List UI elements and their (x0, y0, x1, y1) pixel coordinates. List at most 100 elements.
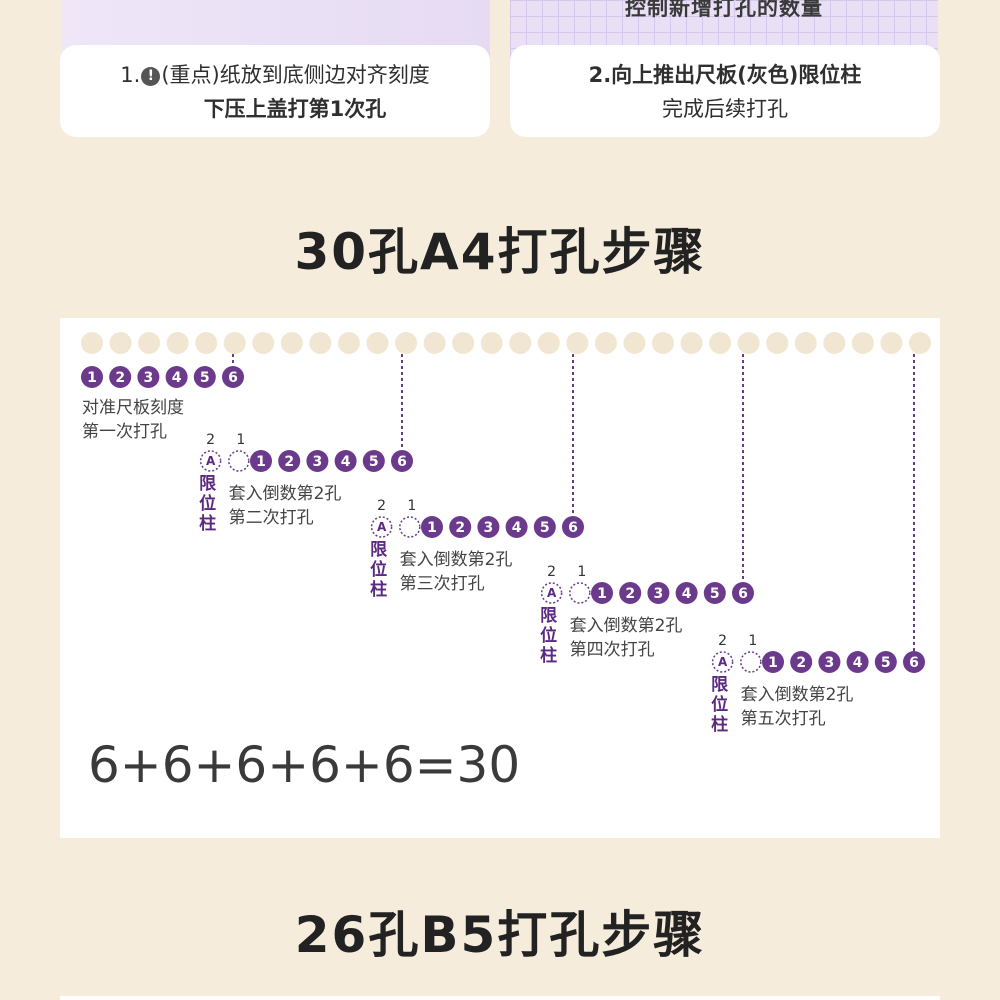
step-caption-line2: 第三次打孔 (400, 574, 485, 594)
hole-number-label: 2 (455, 520, 465, 536)
punch-hole (367, 332, 389, 354)
punch-hole (81, 332, 103, 354)
hole-number-label: 5 (540, 520, 550, 536)
marker-number: 2 (718, 633, 727, 649)
hole-number-label: 5 (369, 454, 379, 470)
punch-hole (395, 332, 417, 354)
hole-number-label: 6 (397, 454, 407, 470)
hole-number-label: 5 (200, 370, 210, 386)
hole-number-label: 2 (625, 586, 635, 602)
hole-number-label: 3 (484, 520, 494, 536)
punch-hole (880, 332, 902, 354)
marker-number: 1 (236, 432, 245, 448)
limit-post-a-label: A (377, 520, 387, 534)
hole-number-label: 5 (881, 655, 891, 671)
empty-hole-circle (570, 583, 590, 603)
step1-instruction: (重点)纸放到底侧边对齐刻度 (161, 63, 429, 87)
step-caption-line1: 套入倒数第2孔 (570, 616, 683, 636)
punch-hole (424, 332, 446, 354)
punch-hole (338, 332, 360, 354)
punch-hole (452, 332, 474, 354)
marker-number: 1 (407, 498, 416, 514)
hole-number-label: 6 (228, 370, 238, 386)
hole-number-label: 4 (341, 454, 351, 470)
punch-hole (709, 332, 731, 354)
a4-section-title: 30孔A4打孔步骤 (0, 212, 1000, 284)
limit-post-label: 柱 (370, 579, 387, 600)
punch-hole (623, 332, 645, 354)
marker-number: 1 (577, 564, 586, 580)
hole-number-label: 1 (768, 655, 778, 671)
hole-number-label: 4 (512, 520, 522, 536)
hole-number-label: 2 (115, 370, 125, 386)
punch-hole (766, 332, 788, 354)
empty-hole-circle (400, 517, 420, 537)
hole-count-equation: 6+6+6+6+6=30 (88, 736, 520, 794)
hole-number-label: 6 (738, 586, 748, 602)
limit-post-label: 位 (540, 625, 557, 646)
punch-hole (909, 332, 931, 354)
punch-hole (110, 332, 132, 354)
limit-post-a-label: A (547, 586, 557, 600)
hole-number-label: 3 (654, 586, 664, 602)
punch-hole (309, 332, 331, 354)
marker-number: 1 (748, 633, 757, 649)
hole-number-label: 4 (172, 370, 182, 386)
hole-number-label: 5 (710, 586, 720, 602)
punch-hole (481, 332, 503, 354)
empty-hole-circle (229, 451, 249, 471)
punch-hole (823, 332, 845, 354)
hole-number-label: 3 (825, 655, 835, 671)
punch-hole (652, 332, 674, 354)
limit-post-label: 位 (711, 694, 728, 715)
punch-hole (281, 332, 303, 354)
limit-post-label: 限 (540, 606, 557, 626)
punch-hole (852, 332, 874, 354)
limit-post-label: 位 (370, 559, 387, 580)
hole-number-label: 2 (796, 655, 806, 671)
hole-number-label: 6 (909, 655, 919, 671)
hole-number-label: 1 (427, 520, 437, 536)
step1-line2: 下压上盖打第1次孔 (60, 93, 490, 123)
hole-number-label: 1 (597, 586, 607, 602)
marker-number: 2 (547, 564, 556, 580)
hole-number-label: 1 (256, 454, 266, 470)
punch-hole (252, 332, 274, 354)
step-caption-line1: 套入倒数第2孔 (229, 484, 342, 504)
limit-post-label: 柱 (199, 513, 216, 534)
limit-post-label: 限 (199, 474, 216, 494)
step1-card: 1.!(重点)纸放到底侧边对齐刻度 下压上盖打第1次孔 (60, 45, 490, 137)
punch-hole (167, 332, 189, 354)
step2-line2: 完成后续打孔 (510, 93, 940, 123)
hole-number-label: 2 (284, 454, 294, 470)
step-caption-line2: 第五次打孔 (741, 709, 826, 729)
step2-line1: 2.向上推出尺板(灰色)限位柱 (510, 59, 940, 89)
step2-illustration-caption: 控制新增打孔的数量 (510, 0, 938, 22)
punch-hole (595, 332, 617, 354)
step-caption-line1: 套入倒数第2孔 (400, 550, 513, 570)
step-caption-line1: 套入倒数第2孔 (741, 685, 854, 705)
hole-number-label: 3 (144, 370, 154, 386)
hole-number-label: 6 (568, 520, 578, 536)
hole-number-label: 3 (313, 454, 323, 470)
step1-number: 1. (120, 63, 140, 87)
limit-post-label: 柱 (711, 714, 728, 735)
step2-card: 2.向上推出尺板(灰色)限位柱 完成后续打孔 (510, 45, 940, 137)
hole-number-label: 1 (87, 370, 97, 386)
punch-hole (681, 332, 703, 354)
hole-number-label: 4 (682, 586, 692, 602)
step-caption-line2: 第一次打孔 (82, 422, 167, 442)
punch-hole (795, 332, 817, 354)
empty-hole-circle (741, 652, 761, 672)
punch-hole (509, 332, 531, 354)
limit-post-a-label: A (206, 454, 216, 468)
limit-post-label: 限 (711, 675, 728, 695)
limit-post-a-label: A (718, 655, 728, 669)
hole-number-label: 4 (853, 655, 863, 671)
punch-hole (138, 332, 160, 354)
punch-hole (566, 332, 588, 354)
punch-hole (224, 332, 246, 354)
punch-hole (538, 332, 560, 354)
step-caption-line2: 第二次打孔 (229, 508, 314, 528)
